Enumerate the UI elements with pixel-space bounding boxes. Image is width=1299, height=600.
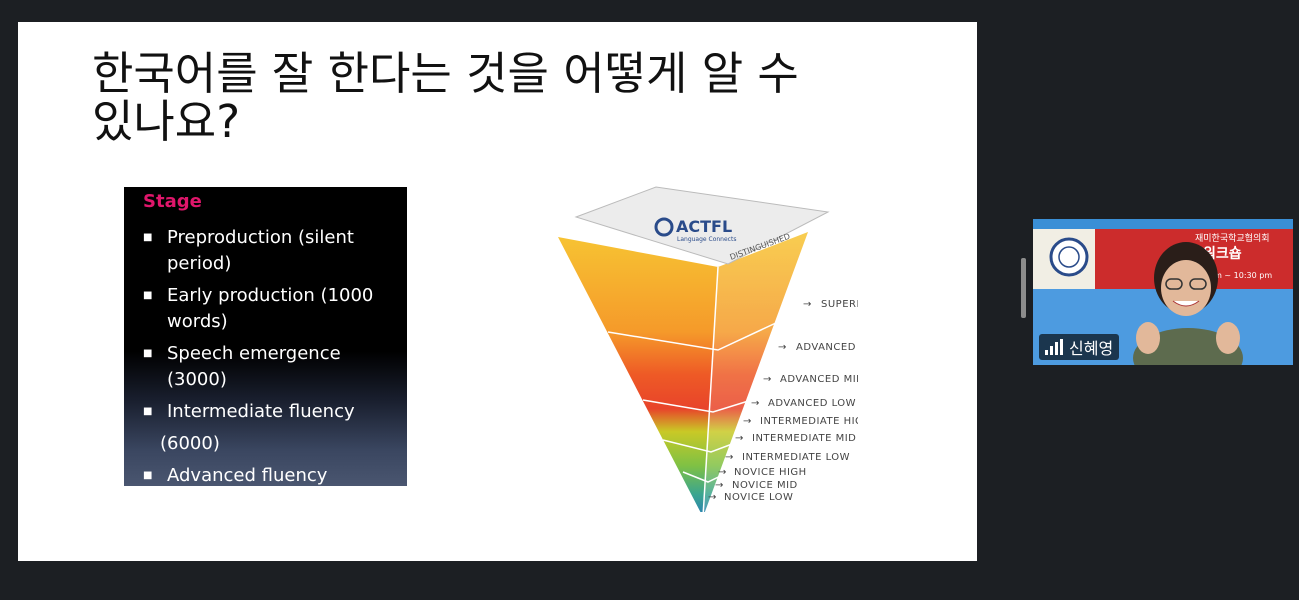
level-label: INTERMEDIATE MID <box>752 433 856 444</box>
panel-resize-handle[interactable] <box>1021 258 1026 318</box>
participant-name-tag: 신혜영 <box>1039 334 1120 360</box>
stage-item-text: Advanced fluency <box>167 465 328 486</box>
organization-seal-icon <box>1049 237 1089 277</box>
banner-time-text: pm ~ 10:30 pm <box>1209 271 1273 280</box>
slide-title: 한국어를 잘 한다는 것을 어떻게 알 수 있나요? <box>92 50 852 146</box>
pyramid-top <box>574 186 830 265</box>
pyramid-body <box>558 232 808 512</box>
participant-avatar <box>1133 242 1243 365</box>
level-arrow-icon: → <box>778 342 787 353</box>
stage-list: ■ Preproduction (silent period) ■ Early … <box>124 225 407 495</box>
signal-strength-icon <box>1045 339 1063 355</box>
level-label: ADVANCED LOW <box>768 398 856 409</box>
bullet-icon: ■ <box>143 470 153 481</box>
stage-item: ■ Preproduction (silent period) <box>124 225 407 277</box>
level-label: ADVANCED HIGH <box>796 342 858 353</box>
actfl-logo-text: ACTFL <box>676 217 732 236</box>
bullet-icon: ■ <box>143 232 153 243</box>
stage-item: ■ Advanced fluency <box>124 463 407 489</box>
stage-item-text: Speech emergence (3000) <box>167 343 341 390</box>
stage-item-text: (6000) <box>160 433 220 454</box>
level-label: NOVICE MID <box>732 480 798 491</box>
level-label: SUPERIOR <box>821 299 858 310</box>
participant-video-tile[interactable]: 재미한국학교협의회 워크숍 pm ~ 10:30 pm 신혜영 <box>1033 219 1293 365</box>
stage-item-continued: (6000) <box>124 431 407 457</box>
bullet-icon: ■ <box>143 406 153 417</box>
level-divider <box>662 437 749 453</box>
stage-item: ■ Intermediate fluency <box>124 399 407 425</box>
banner-text-top: 재미한국학교협의회 <box>1195 234 1270 244</box>
stage-item-text: Early production (1000 <box>167 285 374 306</box>
pyramid-edge <box>702 266 719 512</box>
actfl-logo-subtext: Language Connects <box>677 236 736 243</box>
stage-heading: Stage <box>143 191 202 212</box>
level-arrow-icon: → <box>718 467 727 478</box>
level-divider <box>642 397 759 413</box>
slide-title-line1: 한국어를 잘 한다는 것을 어떻게 알 수 <box>92 47 799 100</box>
level-label: NOVICE LOW <box>724 492 793 503</box>
stage-item-text: Intermediate fluency <box>167 401 355 422</box>
actfl-pyramid: ACTFL Language Connects DISTINGUISHED → … <box>558 186 858 512</box>
bullet-icon: ■ <box>143 348 153 359</box>
level-arrow-icon: → <box>751 398 760 409</box>
level-arrow-icon: → <box>725 452 734 463</box>
stage-item: ■ Speech emergence (3000) <box>124 341 407 393</box>
participant-name: 신혜영 <box>1069 339 1114 358</box>
level-divider <box>682 469 734 483</box>
level-arrow-icon: → <box>743 416 752 427</box>
level-arrow-icon: → <box>715 480 724 491</box>
level-arrow-icon: → <box>708 492 717 503</box>
level-label: INTERMEDIATE HIGH <box>760 416 858 427</box>
level-label: NOVICE HIGH <box>734 467 807 478</box>
level-arrow-icon: → <box>763 374 772 385</box>
level-label: INTERMEDIATE LOW <box>742 452 850 463</box>
slide-title-line2: 있나요? <box>92 95 241 148</box>
stage-box: Stage ■ Preproduction (silent period) ■ … <box>124 187 407 486</box>
level-labels: → SUPERIOR → ADVANCED HIGH → ADVANCED MI… <box>708 299 858 503</box>
actfl-logo-icon <box>654 217 674 237</box>
level-label: ADVANCED MID <box>780 374 858 385</box>
stage-item: ■ Early production (1000 words) <box>124 283 407 335</box>
shared-slide: 한국어를 잘 한다는 것을 어떻게 알 수 있나요? Stage ■ Prepr… <box>18 22 977 561</box>
level-arrow-icon: → <box>735 433 744 444</box>
pyramid-right-face <box>703 232 808 512</box>
bullet-icon: ■ <box>143 290 153 301</box>
stage-item-text: period) <box>167 253 232 274</box>
banner-text-main: 워크숍 <box>1203 246 1242 262</box>
stage-item-text: Preproduction (silent <box>167 227 354 248</box>
level-arrow-icon: → <box>803 299 812 310</box>
stage-item-text: words) <box>167 311 228 332</box>
level-divider <box>607 321 779 351</box>
